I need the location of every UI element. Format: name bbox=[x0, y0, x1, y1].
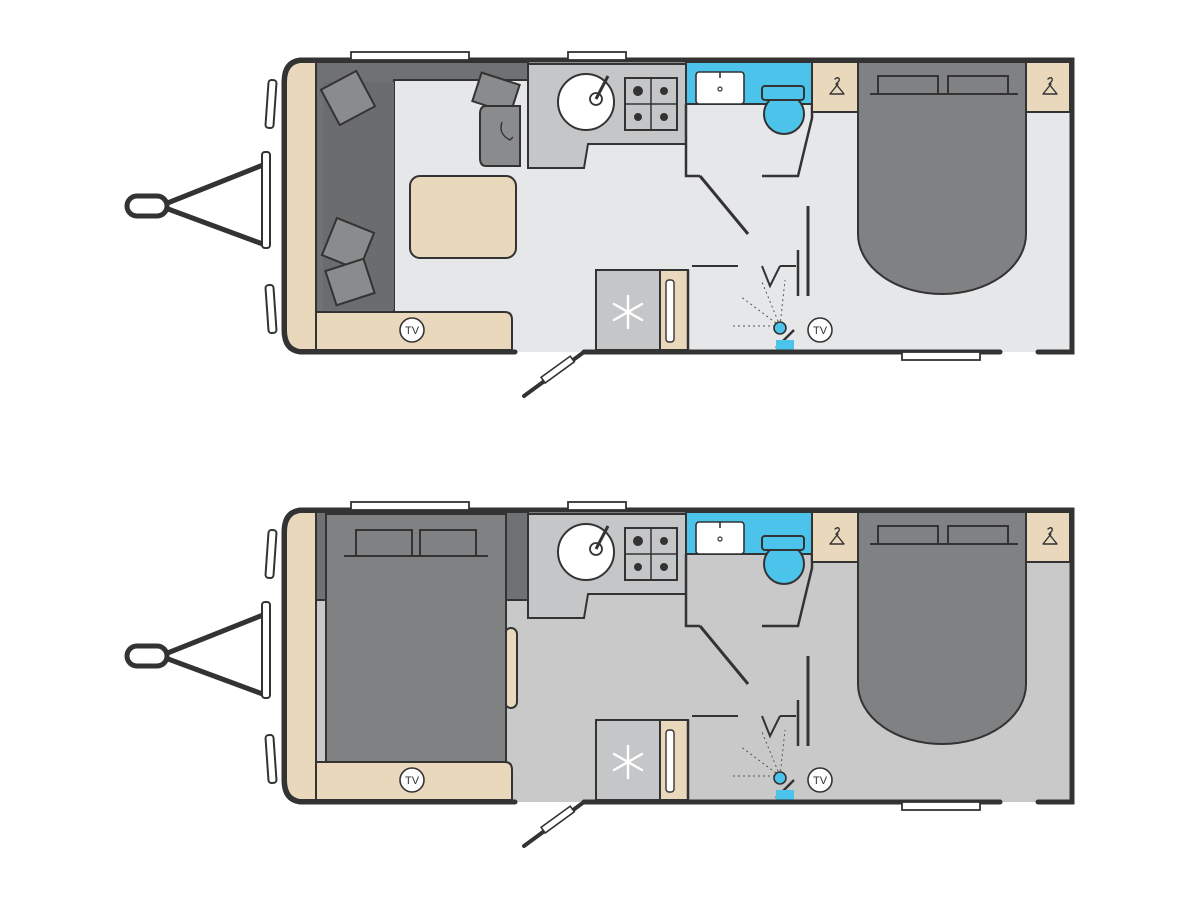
rear-bedroom bbox=[811, 511, 1071, 745]
swivel-arrow-icon bbox=[500, 121, 514, 141]
cushion bbox=[319, 69, 377, 127]
four-burner-hob-icon bbox=[624, 77, 678, 131]
window bbox=[567, 51, 627, 61]
pillow bbox=[355, 529, 413, 557]
cushion bbox=[324, 257, 376, 307]
snowflake-icon bbox=[612, 744, 644, 780]
tow-hitch bbox=[124, 610, 271, 699]
snowflake-icon bbox=[612, 294, 644, 330]
floorplan-day-layout: TV bbox=[124, 51, 1075, 398]
tv-label: TV bbox=[813, 325, 828, 337]
pillow bbox=[947, 75, 1009, 95]
shower-head-icon bbox=[773, 321, 787, 335]
toilet-icon bbox=[761, 535, 805, 585]
tv-icon: TV bbox=[807, 767, 833, 793]
shower bbox=[692, 700, 800, 800]
pillow bbox=[947, 525, 1009, 545]
shower bbox=[692, 250, 800, 350]
washroom bbox=[684, 61, 814, 296]
tv-label: TV bbox=[813, 775, 828, 787]
front-windows bbox=[261, 528, 278, 785]
tv-label: TV bbox=[405, 775, 420, 787]
cushion bbox=[320, 216, 376, 272]
entrance-door[interactable] bbox=[522, 800, 586, 848]
tow-hitch bbox=[124, 160, 271, 249]
window bbox=[350, 51, 470, 61]
four-burner-hob-icon bbox=[624, 527, 678, 581]
front-panel bbox=[285, 61, 317, 351]
window bbox=[901, 351, 981, 361]
floorplan-night-layout: TV bbox=[124, 501, 1075, 848]
shower-head-icon bbox=[773, 771, 787, 785]
island-bed bbox=[857, 61, 1027, 295]
pillow bbox=[877, 525, 939, 545]
tv-icon: TV bbox=[399, 767, 425, 793]
entrance-door[interactable] bbox=[522, 350, 586, 398]
dining-table bbox=[409, 175, 517, 259]
lounge-seating bbox=[315, 61, 529, 313]
front-panel bbox=[285, 511, 317, 801]
front-windows bbox=[261, 78, 278, 335]
tv-icon: TV bbox=[399, 317, 425, 343]
fridge-unit bbox=[595, 269, 690, 351]
fridge-unit bbox=[595, 719, 690, 801]
washroom bbox=[684, 511, 814, 746]
pillow bbox=[419, 529, 477, 557]
toilet-icon bbox=[761, 85, 805, 135]
island-bed bbox=[857, 511, 1027, 745]
front-made-up-bed bbox=[325, 513, 507, 763]
pillow bbox=[877, 75, 939, 95]
round-sink-icon bbox=[557, 523, 615, 581]
tv-icon: TV bbox=[807, 317, 833, 343]
window bbox=[901, 801, 981, 811]
tv-label: TV bbox=[405, 325, 420, 337]
window bbox=[350, 501, 470, 511]
wardrobe bbox=[1025, 61, 1071, 113]
kitchen-unit bbox=[527, 63, 687, 169]
rear-bedroom bbox=[811, 61, 1071, 295]
window bbox=[567, 501, 627, 511]
swivel-seat bbox=[479, 105, 521, 167]
round-sink-icon bbox=[557, 73, 615, 131]
